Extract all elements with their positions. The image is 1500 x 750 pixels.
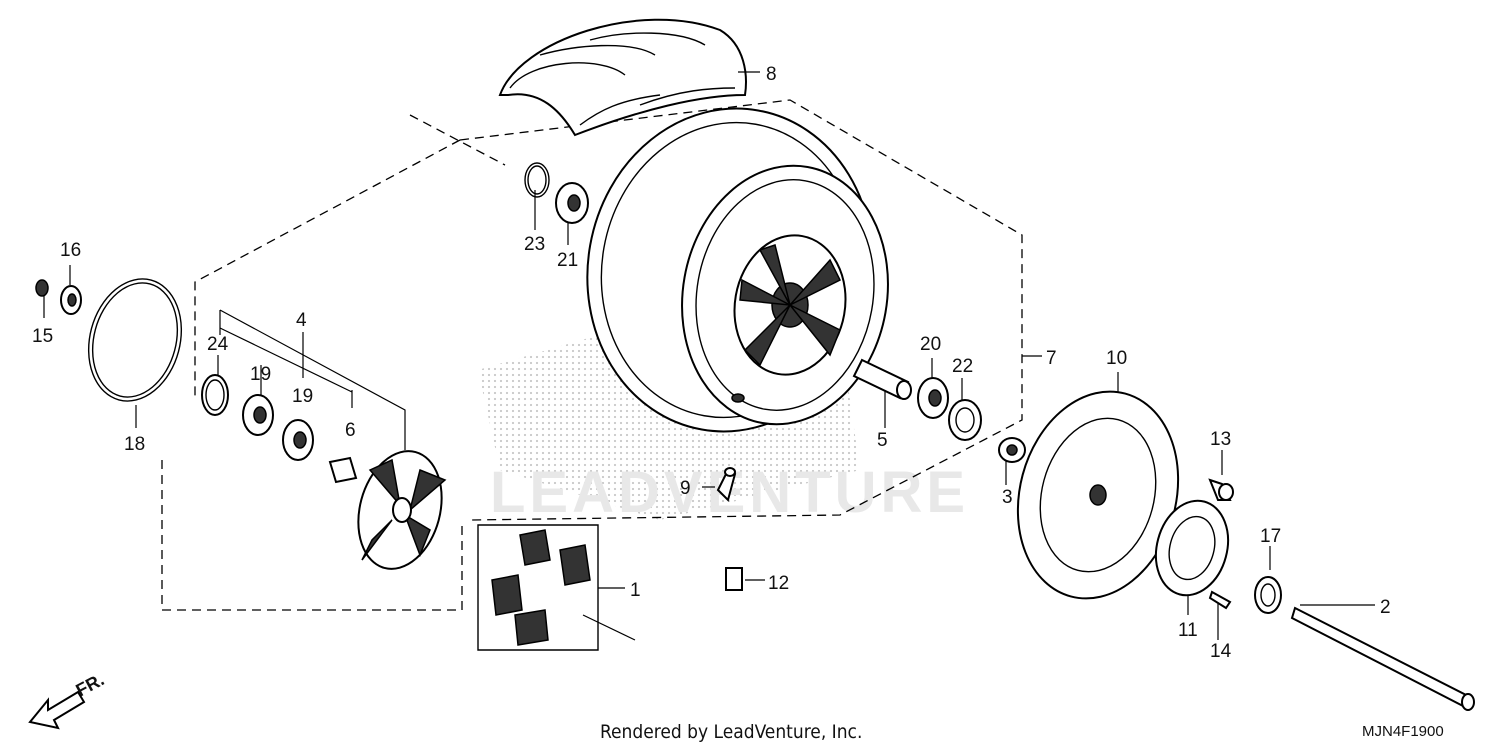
wheel-rim bbox=[586, 107, 889, 433]
callout-23: 23 bbox=[524, 234, 545, 255]
callout-15: 15 bbox=[32, 326, 53, 347]
callout-16: 16 bbox=[60, 240, 81, 261]
callout-3: 3 bbox=[1002, 487, 1013, 508]
callout-20: 20 bbox=[920, 334, 941, 355]
callout-18: 18 bbox=[124, 434, 145, 455]
small-parts bbox=[35, 162, 1475, 711]
callout-7: 7 bbox=[1046, 348, 1057, 369]
callout-14: 14 bbox=[1210, 641, 1232, 662]
callout-22: 22 bbox=[952, 356, 973, 377]
callout-21: 21 bbox=[557, 250, 578, 271]
diagram-code: MJN4F1900 bbox=[1362, 723, 1444, 740]
callout-19a: 19 bbox=[250, 364, 271, 385]
callout-5: 5 bbox=[877, 430, 888, 451]
front-arrow-icon bbox=[28, 690, 86, 730]
callout-19b: 19 bbox=[292, 386, 313, 407]
callout-4: 4 bbox=[296, 310, 307, 331]
tire bbox=[498, 18, 747, 137]
footer-credit: Rendered by LeadVenture, Inc. bbox=[600, 721, 862, 743]
front-direction-indicator: FR. bbox=[28, 669, 107, 730]
callout-labels: 1 2 3 4 5 6 7 8 9 10 11 12 13 14 15 16 1… bbox=[32, 64, 1391, 662]
group-outlines bbox=[161, 99, 1023, 611]
callout-13: 13 bbox=[1210, 429, 1231, 450]
callout-6: 6 bbox=[345, 420, 356, 441]
callout-17: 17 bbox=[1260, 526, 1281, 547]
callout-24: 24 bbox=[207, 334, 229, 355]
leader-lines bbox=[43, 71, 1375, 641]
callout-1: 1 bbox=[630, 580, 641, 601]
callout-8: 8 bbox=[766, 64, 777, 85]
callout-9: 9 bbox=[680, 478, 691, 499]
callout-10: 10 bbox=[1106, 348, 1127, 369]
callout-11: 11 bbox=[1178, 620, 1198, 641]
callout-2: 2 bbox=[1380, 597, 1391, 618]
callout-12: 12 bbox=[768, 573, 789, 594]
